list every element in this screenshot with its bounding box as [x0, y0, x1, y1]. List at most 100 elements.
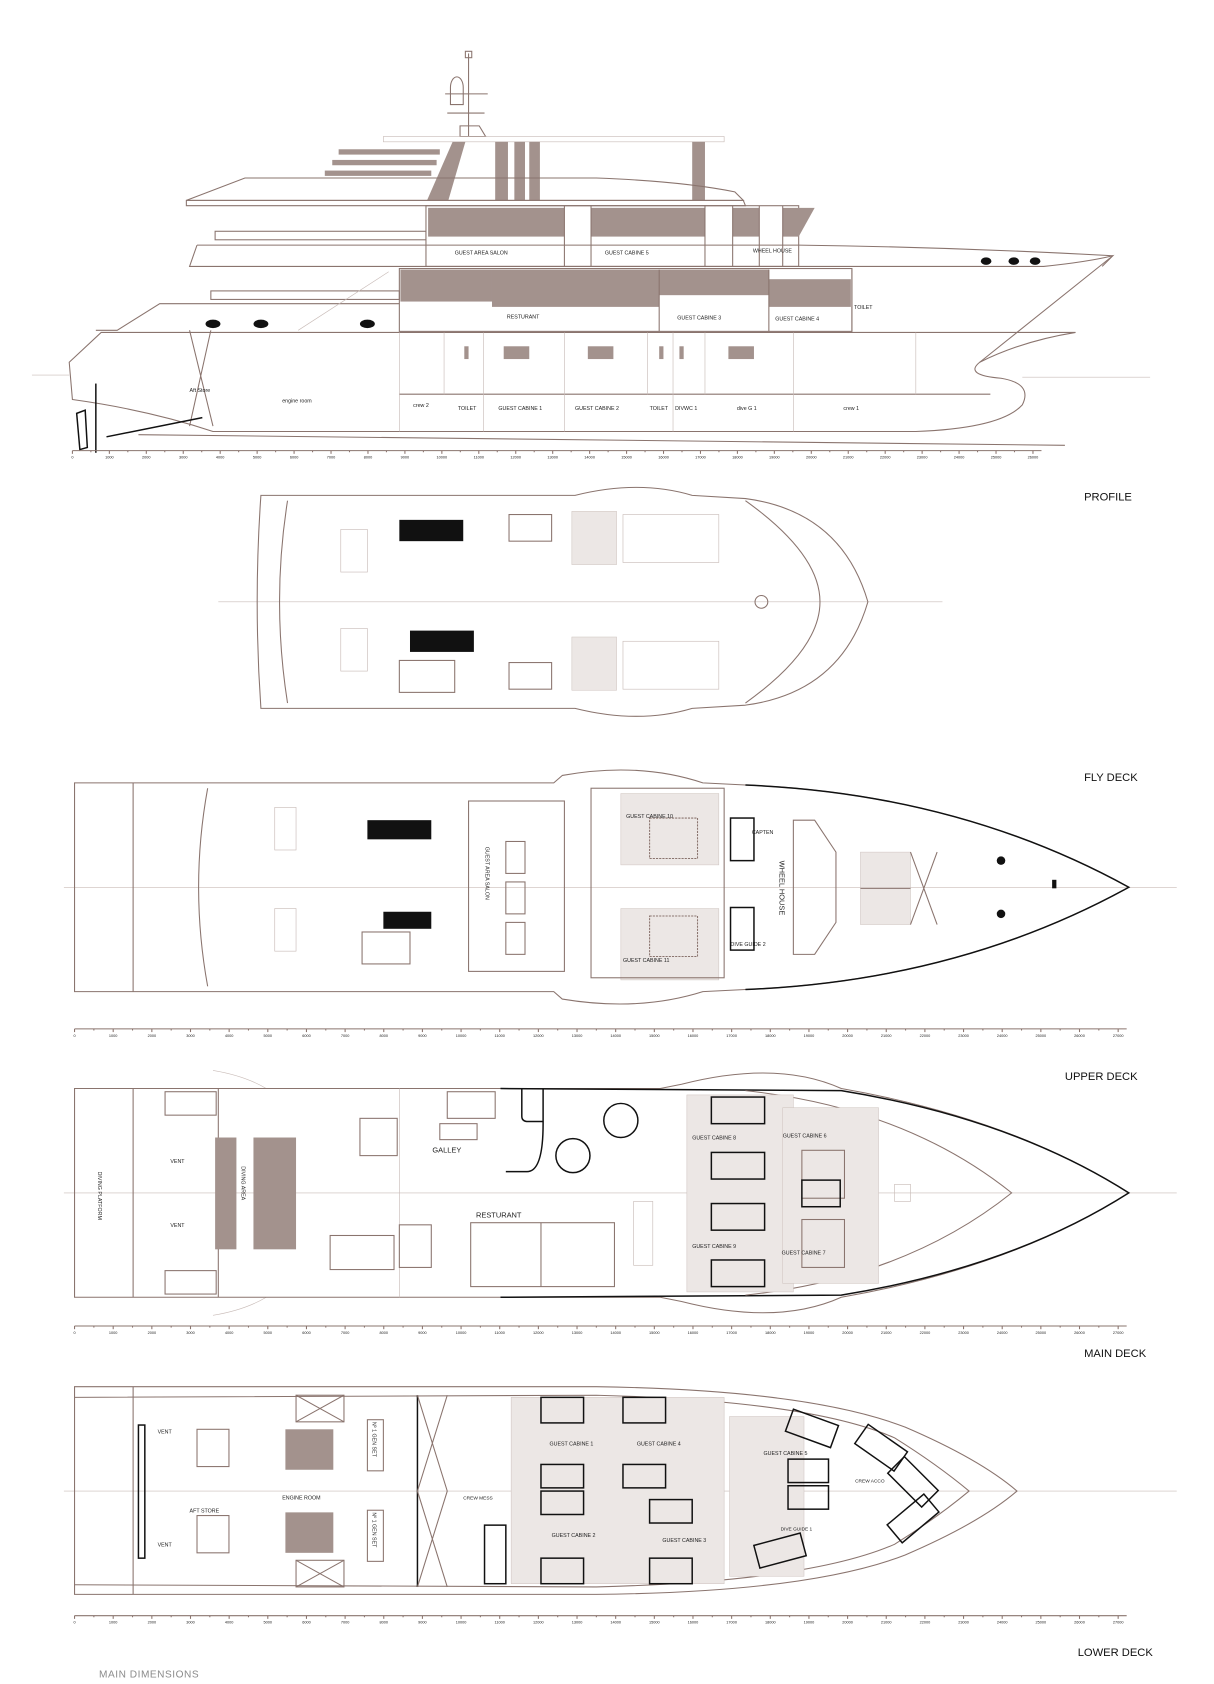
portholes-main	[205, 319, 375, 329]
ruler-label: 21000	[881, 1621, 892, 1625]
label-guest-cabine-6: GUEST CABINE 6	[783, 1134, 827, 1140]
ruler-label: 7000	[341, 1331, 350, 1335]
ruler-label: 0	[73, 1621, 75, 1625]
label-gen-set-2: Nº 1 GEN SET	[371, 1512, 377, 1548]
label-guest-cabine-8: GUEST CABINE 8	[692, 1136, 736, 1142]
label-vent-lower-1: VENT	[158, 1430, 173, 1436]
label-wheel-house-upper: WHEEL HOUSE	[778, 861, 787, 916]
ruler-label: 7000	[341, 1621, 350, 1625]
title-upper-deck: UPPER DECK	[1065, 1071, 1138, 1083]
ruler-label: 27000	[1113, 1034, 1124, 1038]
label-resturant-main: RESTURANT	[476, 1210, 522, 1219]
ruler-label: 6000	[302, 1034, 311, 1038]
ruler-label: 4000	[225, 1034, 234, 1038]
label-crew-acco: CREW ACCO	[855, 1479, 885, 1485]
ruler-label: 23000	[958, 1621, 969, 1625]
label-capten: CAPTEN	[752, 830, 774, 836]
ruler-label: 19000	[804, 1034, 815, 1038]
label-vent-lower-2: VENT	[158, 1542, 173, 1548]
ruler-label: 22000	[920, 1034, 931, 1038]
label-guest-cabine-4: GUEST CABINE 4	[775, 317, 819, 323]
main-deck-beds	[710, 1096, 846, 1288]
label-guest-cabine-3: GUEST CABINE 3	[677, 316, 721, 322]
ruler-label: 8000	[364, 456, 373, 460]
label-divwc-1: DIVWC 1	[675, 406, 697, 412]
ruler-label: 23000	[958, 1034, 969, 1038]
title-fly-deck: FLY DECK	[1084, 772, 1138, 784]
label-crew-1: crew 1	[843, 406, 859, 412]
label-dive-guide-2: DIVE GUIDE 2	[731, 942, 766, 948]
title-lower-deck: LOWER DECK	[1078, 1647, 1154, 1659]
ruler-label: 7000	[341, 1034, 350, 1038]
label-dive-g-1: dive G 1	[737, 406, 757, 412]
portholes-upper	[980, 257, 1041, 265]
ruler-label: 3000	[186, 1621, 195, 1625]
ruler-label: 10000	[456, 1621, 467, 1625]
ruler-label: 21000	[881, 1331, 892, 1335]
label-aft-store-lower: AFT STORE	[190, 1508, 220, 1514]
label-guest-cabine-9: GUEST CABINE 9	[692, 1244, 736, 1250]
ruler-label: 11000	[474, 456, 484, 460]
fly-deck-view: FLY DECK	[218, 486, 1138, 784]
ruler-label: 6000	[302, 1331, 311, 1335]
ruler-label: 5000	[264, 1331, 273, 1335]
dining-tables	[555, 1102, 639, 1174]
label-crew-mess: CREW MESS	[463, 1496, 493, 1502]
label-aft-store: Aft Store	[190, 388, 211, 394]
ruler-label: 13000	[547, 456, 558, 460]
rudder-propeller	[75, 383, 203, 453]
profile-bulkheads	[399, 332, 917, 432]
label-gen-set-1: Nº 1 GEN SET	[371, 1422, 377, 1458]
ruler-label: 2000	[142, 456, 151, 460]
label-dive-guide-1: DIVE GUIDE 1	[781, 1526, 813, 1532]
label-wheel-house: WHEEL HOUSE	[753, 249, 793, 255]
ruler-label: 5000	[264, 1034, 273, 1038]
label-guest-cabine-3-lower: GUEST CABINE 3	[662, 1538, 706, 1544]
ruler-label: 0	[71, 456, 73, 460]
ruler-label: 3000	[186, 1331, 195, 1335]
ruler-label: 2000	[148, 1331, 157, 1335]
ruler-label: 25000	[1036, 1331, 1047, 1335]
ruler-label: 14000	[610, 1034, 621, 1038]
ruler-label: 17000	[726, 1621, 737, 1625]
lower-deck-view: VENT VENT AFT STORE ENGINE ROOM Nº 1 GEN…	[63, 1386, 1177, 1680]
ruler-label: 26000	[1074, 1621, 1085, 1625]
ruler-label: 2000	[148, 1034, 157, 1038]
ruler-label: 16000	[658, 456, 669, 460]
ruler-label: 4000	[216, 456, 225, 460]
label-crew-2: crew 2	[413, 403, 429, 409]
label-guest-area-salon: GUEST AREA SALON	[455, 251, 508, 257]
ruler-label: 24000	[997, 1331, 1008, 1335]
ruler-label: 1000	[109, 1034, 118, 1038]
label-guest-cabine-2: GUEST CABINE 2	[575, 406, 619, 412]
label-guest-cabine-4-lower: GUEST CABINE 4	[637, 1441, 681, 1447]
ruler-label: 22000	[880, 456, 891, 460]
ruler-label: 17000	[695, 456, 706, 460]
ruler-label: 22000	[920, 1621, 931, 1625]
ruler-label: 24000	[954, 456, 965, 460]
ruler-label: 4000	[225, 1331, 234, 1335]
ruler-label: 21000	[843, 456, 854, 460]
label-diving-platform: DIVING PLATFORM	[96, 1172, 102, 1220]
ruler-label: 11000	[495, 1331, 505, 1335]
ruler-label: 9000	[418, 1331, 427, 1335]
ruler-label: 0	[73, 1034, 75, 1038]
label-engine-room: engine room	[282, 399, 312, 405]
main-deck-view: DIVING PLATFORM DIVING AREA VENT VENT GA…	[63, 1070, 1177, 1360]
label-guest-cabine-2-lower: GUEST CABINE 2	[552, 1533, 596, 1539]
ruler-label: 7000	[327, 456, 336, 460]
ruler-label: 15000	[621, 456, 632, 460]
ruler-label: 19000	[804, 1331, 815, 1335]
ruler-label: 6000	[302, 1621, 311, 1625]
ruler-label: 5000	[264, 1621, 273, 1625]
ruler-label: 1000	[109, 1331, 118, 1335]
ruler-label: 1000	[105, 456, 114, 460]
ruler-label: 17000	[726, 1034, 737, 1038]
ruler-label: 27000	[1113, 1621, 1124, 1625]
title-profile: PROFILE	[1084, 492, 1132, 504]
ruler-label: 16000	[688, 1034, 699, 1038]
